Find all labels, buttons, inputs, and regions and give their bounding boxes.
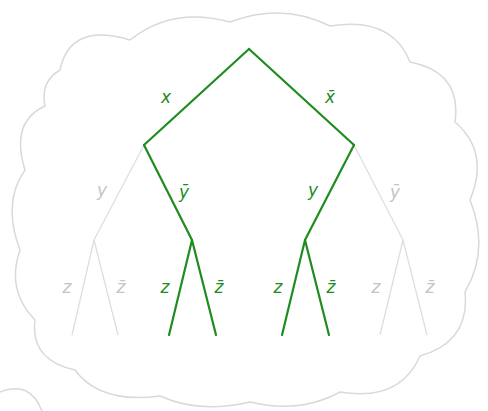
branch-label: z — [63, 279, 72, 296]
branch-label: z̄ — [215, 279, 224, 296]
branch-label: z — [372, 279, 381, 296]
branch-label: z̄ — [117, 279, 126, 296]
branch-label: z̄ — [426, 279, 435, 296]
branch-label: z — [274, 279, 283, 296]
branch-label: x̄ — [325, 89, 335, 106]
faint-branches — [72, 145, 427, 335]
branch-label: z — [161, 279, 170, 296]
branch-label: x — [161, 89, 171, 106]
small-cloud-arc — [0, 389, 42, 411]
branch-label: z̄ — [327, 279, 336, 296]
branch-label: ȳ — [390, 184, 400, 201]
branch-label: y — [97, 182, 107, 199]
branch-label: y — [308, 182, 318, 199]
cloud-outline — [12, 13, 479, 407]
green-branches — [144, 49, 354, 335]
branch-label: ȳ — [179, 184, 189, 201]
